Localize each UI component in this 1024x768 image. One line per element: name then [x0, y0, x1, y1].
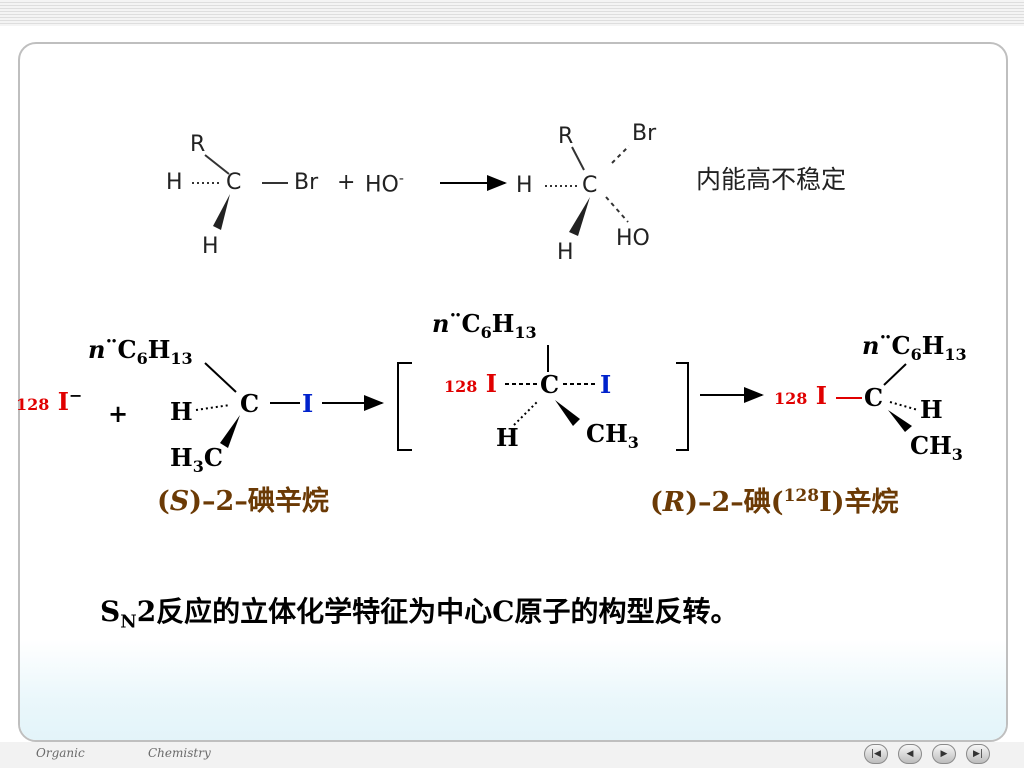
wedge-bond-prod-ch3 — [888, 410, 912, 432]
next-slide-button[interactable]: ▶ — [932, 744, 956, 764]
product-ch3: CH3 — [910, 431, 963, 464]
wedge-bond-ts-h — [569, 197, 590, 236]
footer-chemistry: Chemistry — [148, 746, 211, 760]
name-s-2-iodooctane: (S)–2–碘辛烷 — [157, 486, 329, 517]
c-label: C — [226, 170, 242, 195]
note-high-energy: 内能高不稳定 — [696, 165, 847, 194]
hash-bond-ts-h2 — [513, 400, 539, 426]
ts-c6h13: n¨C6H13 — [432, 309, 537, 342]
substrate-h3c: H3C — [170, 443, 223, 476]
first-slide-button[interactable]: |◀ — [864, 744, 888, 764]
hydroxide-label: HO- — [365, 171, 404, 198]
ts-c-label: C — [582, 173, 598, 198]
dashed-bond-ts-ho — [605, 196, 629, 223]
r-label: R — [190, 132, 206, 157]
product-c6h13: n¨C6H13 — [862, 331, 967, 364]
wedge-bond-ts-ch3 — [555, 400, 580, 426]
wedge-bond-c-ch3 — [220, 415, 240, 448]
ts-h: H — [496, 423, 519, 452]
h-left-label: H — [166, 170, 183, 195]
previous-slide-button[interactable]: ◀ — [898, 744, 922, 764]
plus-sign-2: + — [108, 399, 129, 428]
br-label: Br — [294, 170, 319, 195]
name-r-2-iodooctane-128: (R)–2–碘(128I)辛烷 — [650, 486, 899, 518]
bond-r-c — [204, 154, 230, 175]
footer-organic: Organic — [36, 746, 85, 760]
ts-i-right: I — [600, 370, 612, 399]
hash-bond-prod-h — [889, 401, 919, 411]
hash-bond-h-c2 — [195, 404, 231, 411]
last-slide-button[interactable]: ▶| — [966, 744, 990, 764]
ts-br-label: Br — [632, 121, 657, 146]
slide-panel — [18, 42, 1008, 742]
ts-c: C — [540, 370, 560, 399]
bracket-left — [397, 362, 412, 451]
bracket-right — [676, 362, 689, 451]
substrate-c: C — [240, 389, 260, 418]
ts-ho-label: HO — [616, 226, 650, 251]
ts-h-left-label: H — [516, 173, 533, 198]
h-bottom-label: H — [202, 234, 219, 259]
substrate-c6h13: n¨C6H13 — [88, 335, 193, 368]
iodide-128: 128 I− — [16, 386, 83, 416]
dashed-bond-ts-br — [611, 145, 630, 164]
bond-c6h13-c — [204, 362, 237, 393]
footer-bar: Organic Chemistry |◀ ◀ ▶ ▶| — [0, 742, 1024, 768]
product-i-128: 128 I — [774, 381, 827, 410]
bond-ts-r-c — [571, 146, 585, 171]
top-stripe — [0, 0, 1024, 26]
wedge-bond-c-h — [213, 194, 230, 230]
product-c: C — [864, 383, 884, 412]
ts-i-128: 128 I — [444, 369, 497, 398]
molecule-watermark — [20, 640, 1006, 740]
ts-r-label: R — [558, 124, 574, 149]
substrate-h: H — [170, 397, 193, 426]
bond-prod-c6h13 — [883, 363, 907, 386]
ts-h-bottom-label: H — [557, 240, 574, 265]
conclusion-text: SN2反应的立体化学特征为中心C原子的构型反转。 — [100, 595, 739, 633]
plus-sign-1: + — [337, 170, 356, 195]
product-h: H — [920, 395, 943, 424]
substrate-i: I — [302, 389, 314, 418]
ts-ch3: CH3 — [586, 419, 639, 452]
